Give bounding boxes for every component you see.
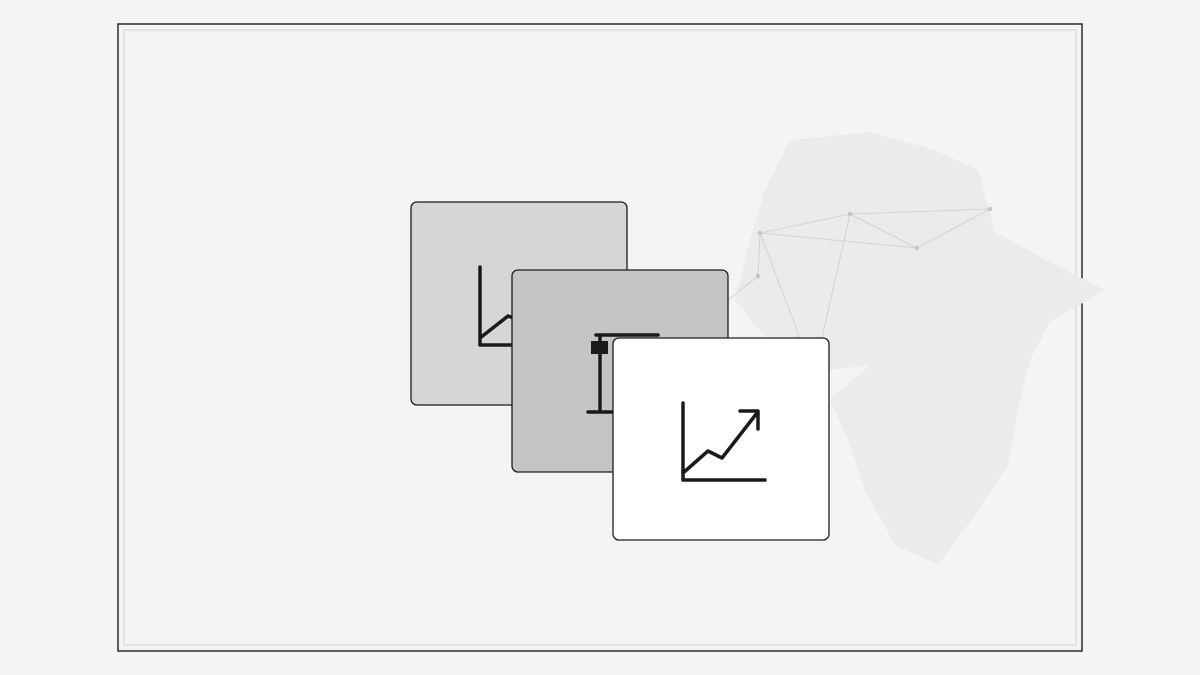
network-edge <box>759 232 918 249</box>
network-edge <box>821 213 851 339</box>
network-node <box>914 245 920 251</box>
text-cursor-icon <box>586 333 660 414</box>
frame-inner <box>123 29 1077 646</box>
card-front <box>612 337 830 541</box>
chart-trend-arrow-icon <box>681 401 767 482</box>
network-edge <box>757 232 761 277</box>
network-node <box>987 206 993 212</box>
network-edge <box>759 213 851 234</box>
network-edge <box>759 232 801 339</box>
network-edge <box>849 213 918 249</box>
network-graph-icon <box>727 206 993 339</box>
card-front-panel <box>612 337 830 541</box>
network-node <box>847 211 853 217</box>
frame-outer <box>117 23 1083 652</box>
network-node <box>757 230 763 236</box>
cursor-block <box>591 341 608 354</box>
africa-silhouette-icon <box>735 132 1105 565</box>
network-edge <box>727 275 759 301</box>
network-edge <box>916 208 991 249</box>
network-node <box>755 273 761 279</box>
network-edge <box>849 208 991 215</box>
